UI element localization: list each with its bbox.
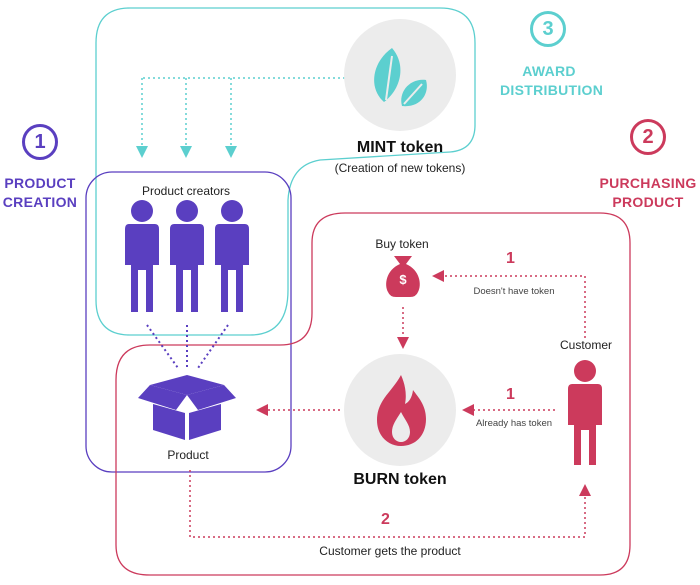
creator-to-product-line — [197, 324, 229, 369]
product-creation-title: PRODUCT CREATION — [0, 174, 80, 212]
no-token-label: Doesn't have token — [473, 286, 555, 297]
creator-person-icon — [125, 200, 159, 312]
product-creators-label: Product creators — [141, 184, 231, 198]
gets-product-label: Customer gets the product — [319, 544, 461, 558]
step-3-badge: 3 — [530, 11, 566, 47]
product-to-customer-arrow — [189, 470, 591, 538]
step-has-token-number: 1 — [506, 386, 515, 403]
customer-label: Customer — [559, 338, 612, 352]
flame-icon — [377, 375, 426, 446]
customer-person-icon — [568, 360, 602, 465]
creator-to-product-line — [146, 324, 179, 369]
has-token-label: Already has token — [475, 418, 553, 429]
step-gets-product-number: 2 — [381, 511, 390, 528]
title-line: AWARD — [522, 63, 576, 79]
product-label: Product — [167, 448, 209, 462]
money-bag-icon — [386, 256, 420, 297]
creation-region-outline — [85, 171, 292, 473]
purchasing-product-title: PURCHASING PRODUCT — [598, 174, 698, 212]
leaf-icon — [374, 48, 427, 107]
mint-token-subtitle: (Creation of new tokens) — [334, 161, 466, 175]
title-line: PRODUCT — [4, 175, 76, 191]
creator-person-icon — [170, 200, 204, 312]
box-icon — [138, 375, 236, 440]
title-line: DISTRIBUTION — [500, 82, 604, 98]
award-distribution-title: AWARD DISTRIBUTION — [500, 62, 604, 100]
buy-token-label: Buy token — [375, 237, 429, 251]
title-line: CREATION — [2, 194, 78, 210]
burn-token-title: BURN token — [353, 471, 447, 488]
title-line: PURCHASING — [599, 175, 697, 191]
customer-to-buy-arrow — [432, 270, 586, 338]
creator-person-icon — [215, 200, 249, 312]
step-2-badge: 2 — [630, 119, 666, 155]
mint-token-title: MINT token — [356, 139, 444, 156]
step-no-token-number: 1 — [506, 250, 515, 267]
purchasing-region-outline — [115, 212, 631, 576]
dollar-sign: $ — [399, 272, 407, 287]
title-line: PRODUCT — [612, 194, 684, 210]
award-region-outline — [95, 7, 476, 336]
step-1-badge: 1 — [22, 124, 58, 160]
